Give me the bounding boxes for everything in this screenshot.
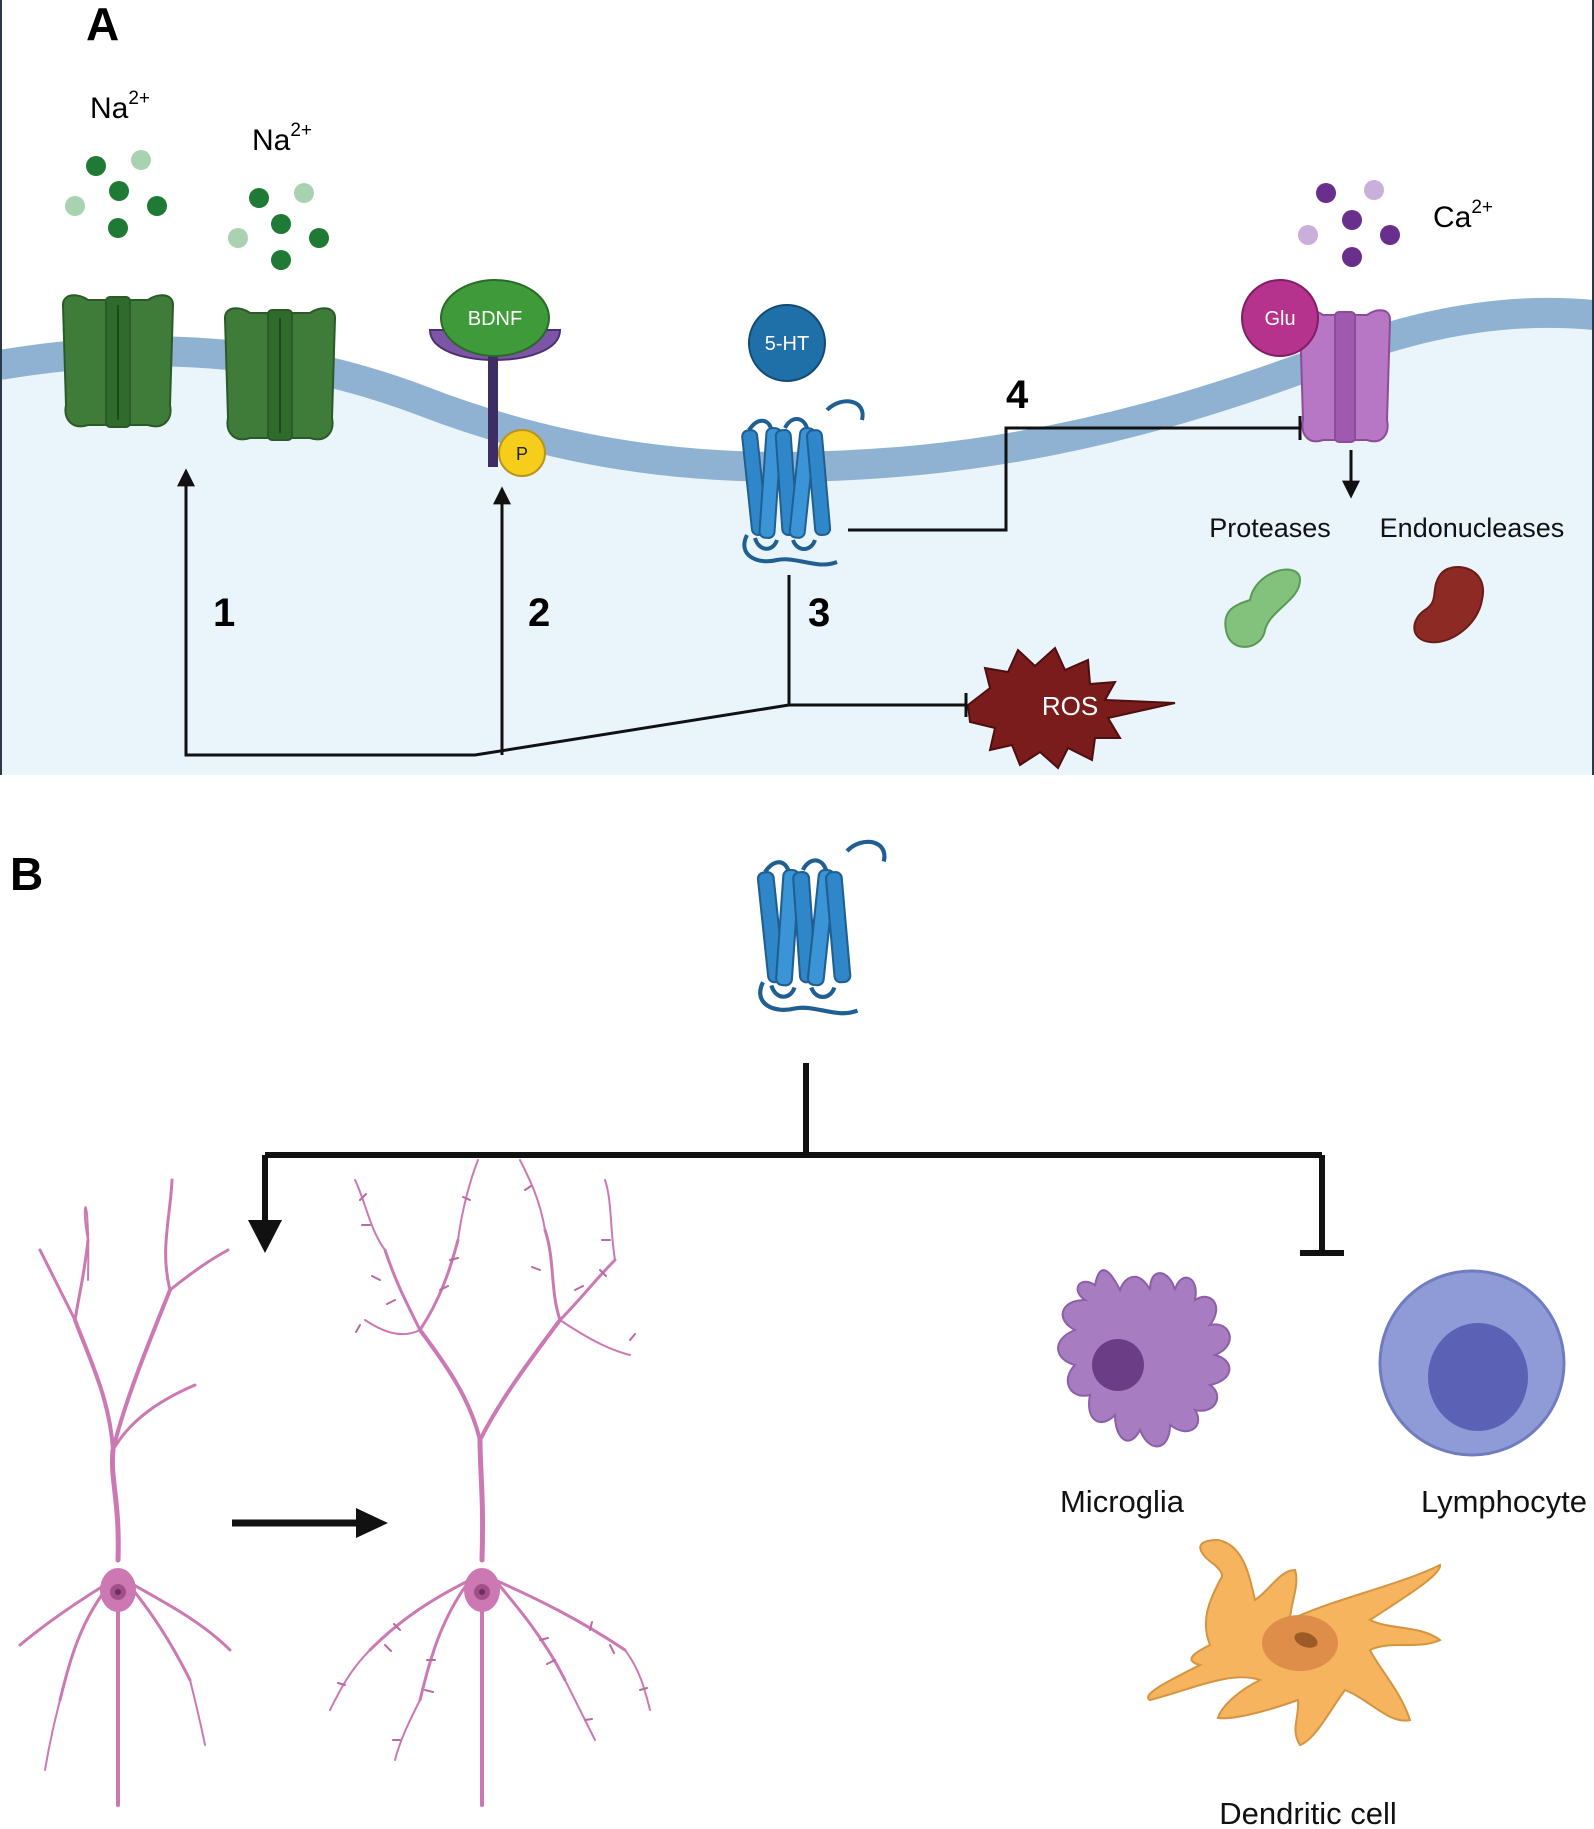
sodium-ion-cluster-2: [228, 183, 329, 270]
pathway-lines-b: [262, 1063, 1344, 1256]
step-2-label: 2: [528, 591, 550, 635]
calcium-ion-cluster: [1298, 180, 1400, 267]
endonuclease-enzyme: [1413, 566, 1485, 644]
microglia-label: Microglia: [1060, 1484, 1185, 1519]
lymphocyte-label: Lymphocyte: [1421, 1484, 1587, 1519]
neuron-after-spines: [337, 1185, 648, 1741]
phosphate-group: P: [498, 429, 546, 477]
neuron-after: [329, 1159, 651, 1807]
serotonin-receptor-b: [757, 842, 884, 1013]
sodium-label-2: Na2+: [252, 120, 312, 157]
sodium-label-1: Na2+: [90, 88, 150, 125]
sodium-channel-2: [223, 307, 337, 441]
endonucleases-label: Endonucleases: [1380, 513, 1565, 543]
neuron-after-soma: [464, 1568, 500, 1612]
step-1-label: 1: [213, 591, 235, 635]
pathway-lines-a: [177, 416, 1302, 757]
protease-enzyme: [1224, 568, 1302, 648]
calcium-label: Ca2+: [1433, 197, 1493, 234]
microglia-cell: [1057, 1269, 1231, 1448]
serotonin-label: 5-HT: [765, 333, 809, 355]
phosphate-label: P: [516, 444, 528, 464]
neuron-before: [18, 1178, 232, 1807]
neuron-before-soma: [100, 1568, 136, 1612]
step-4-label: 4: [1006, 373, 1029, 417]
glutamate-label: Glu: [1264, 308, 1295, 330]
sodium-channel-1: [61, 294, 175, 428]
panel-b-label: B: [10, 848, 43, 900]
dendritic-cell: [1147, 1538, 1442, 1747]
sodium-ion-cluster-1: [65, 150, 167, 238]
ros-molecule: ROS: [966, 646, 1176, 770]
panel-b: B: [10, 842, 1587, 1829]
bdnf-molecule: BDNF: [440, 279, 550, 357]
panel-a-label: A: [86, 0, 119, 50]
bdnf-label: BDNF: [468, 308, 522, 330]
promote-arrowhead: [248, 1220, 282, 1253]
growth-arrowhead: [356, 1508, 388, 1538]
panel-a: A Na2+ Na2+: [0, 0, 1594, 775]
proteases-label: Proteases: [1209, 513, 1331, 543]
step-3-label: 3: [808, 591, 830, 635]
glutamate-molecule: Glu: [1241, 279, 1319, 357]
dendritic-cell-label: Dendritic cell: [1219, 1796, 1396, 1829]
lymphocyte-cell: [1378, 1269, 1566, 1457]
serotonin-molecule: 5-HT: [748, 304, 826, 382]
ros-label: ROS: [1042, 691, 1098, 721]
